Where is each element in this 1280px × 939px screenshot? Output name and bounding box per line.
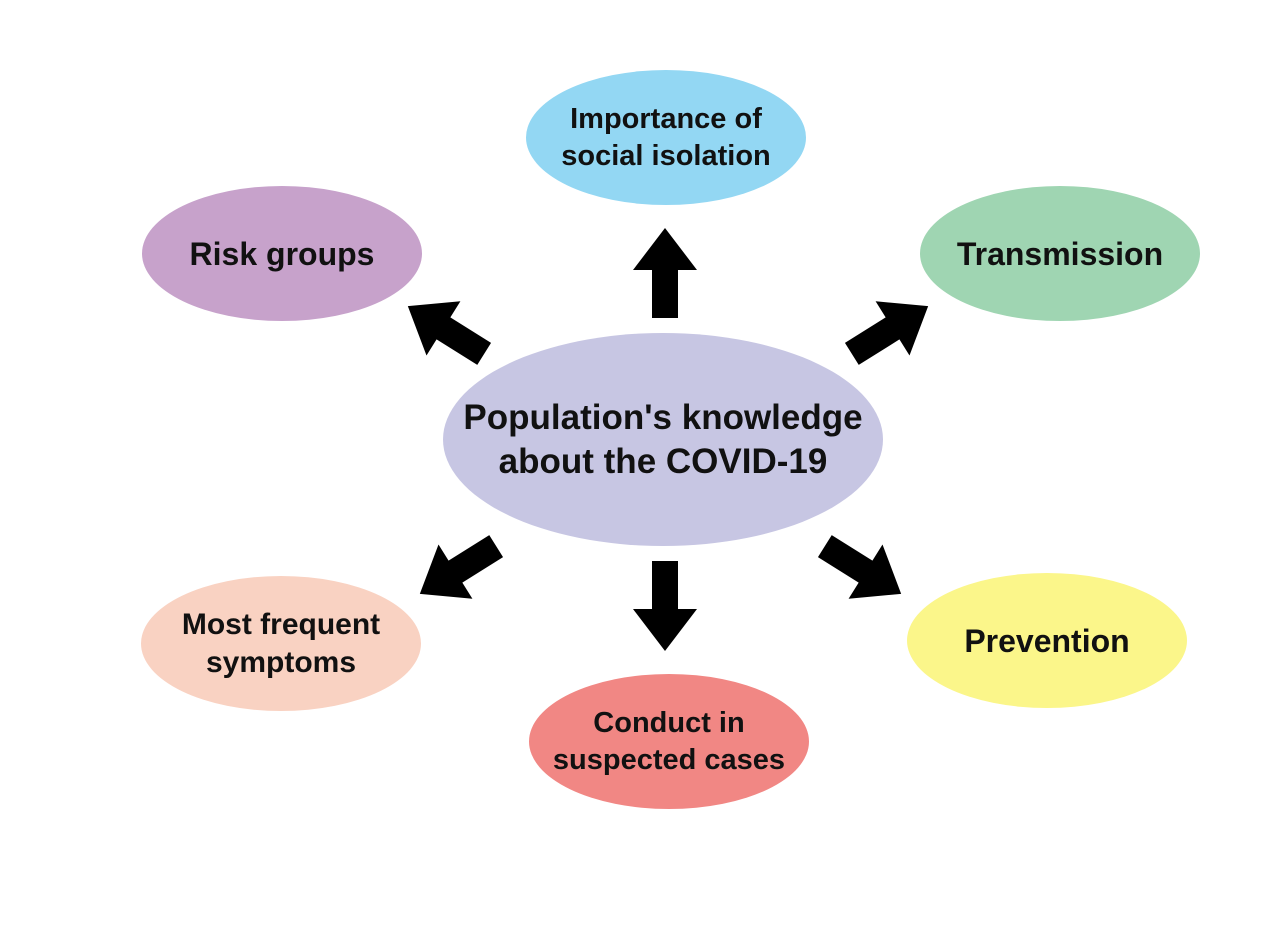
prevention-label: Prevention bbox=[964, 622, 1130, 659]
transmission-node: Transmission bbox=[920, 186, 1200, 321]
arrow-upright-icon bbox=[844, 301, 929, 365]
risk-groups-node: Risk groups bbox=[142, 186, 422, 321]
transmission-label: Transmission bbox=[956, 235, 1164, 272]
prevention-node: Prevention bbox=[907, 573, 1187, 708]
risk-groups-label: Risk groups bbox=[189, 235, 375, 272]
arrow-downleft-icon bbox=[419, 535, 504, 599]
arrow-downright-icon bbox=[817, 535, 902, 599]
arrow-upleft-icon bbox=[407, 301, 492, 365]
arrow-down-icon bbox=[633, 561, 697, 651]
arrow-up-icon bbox=[633, 228, 697, 318]
